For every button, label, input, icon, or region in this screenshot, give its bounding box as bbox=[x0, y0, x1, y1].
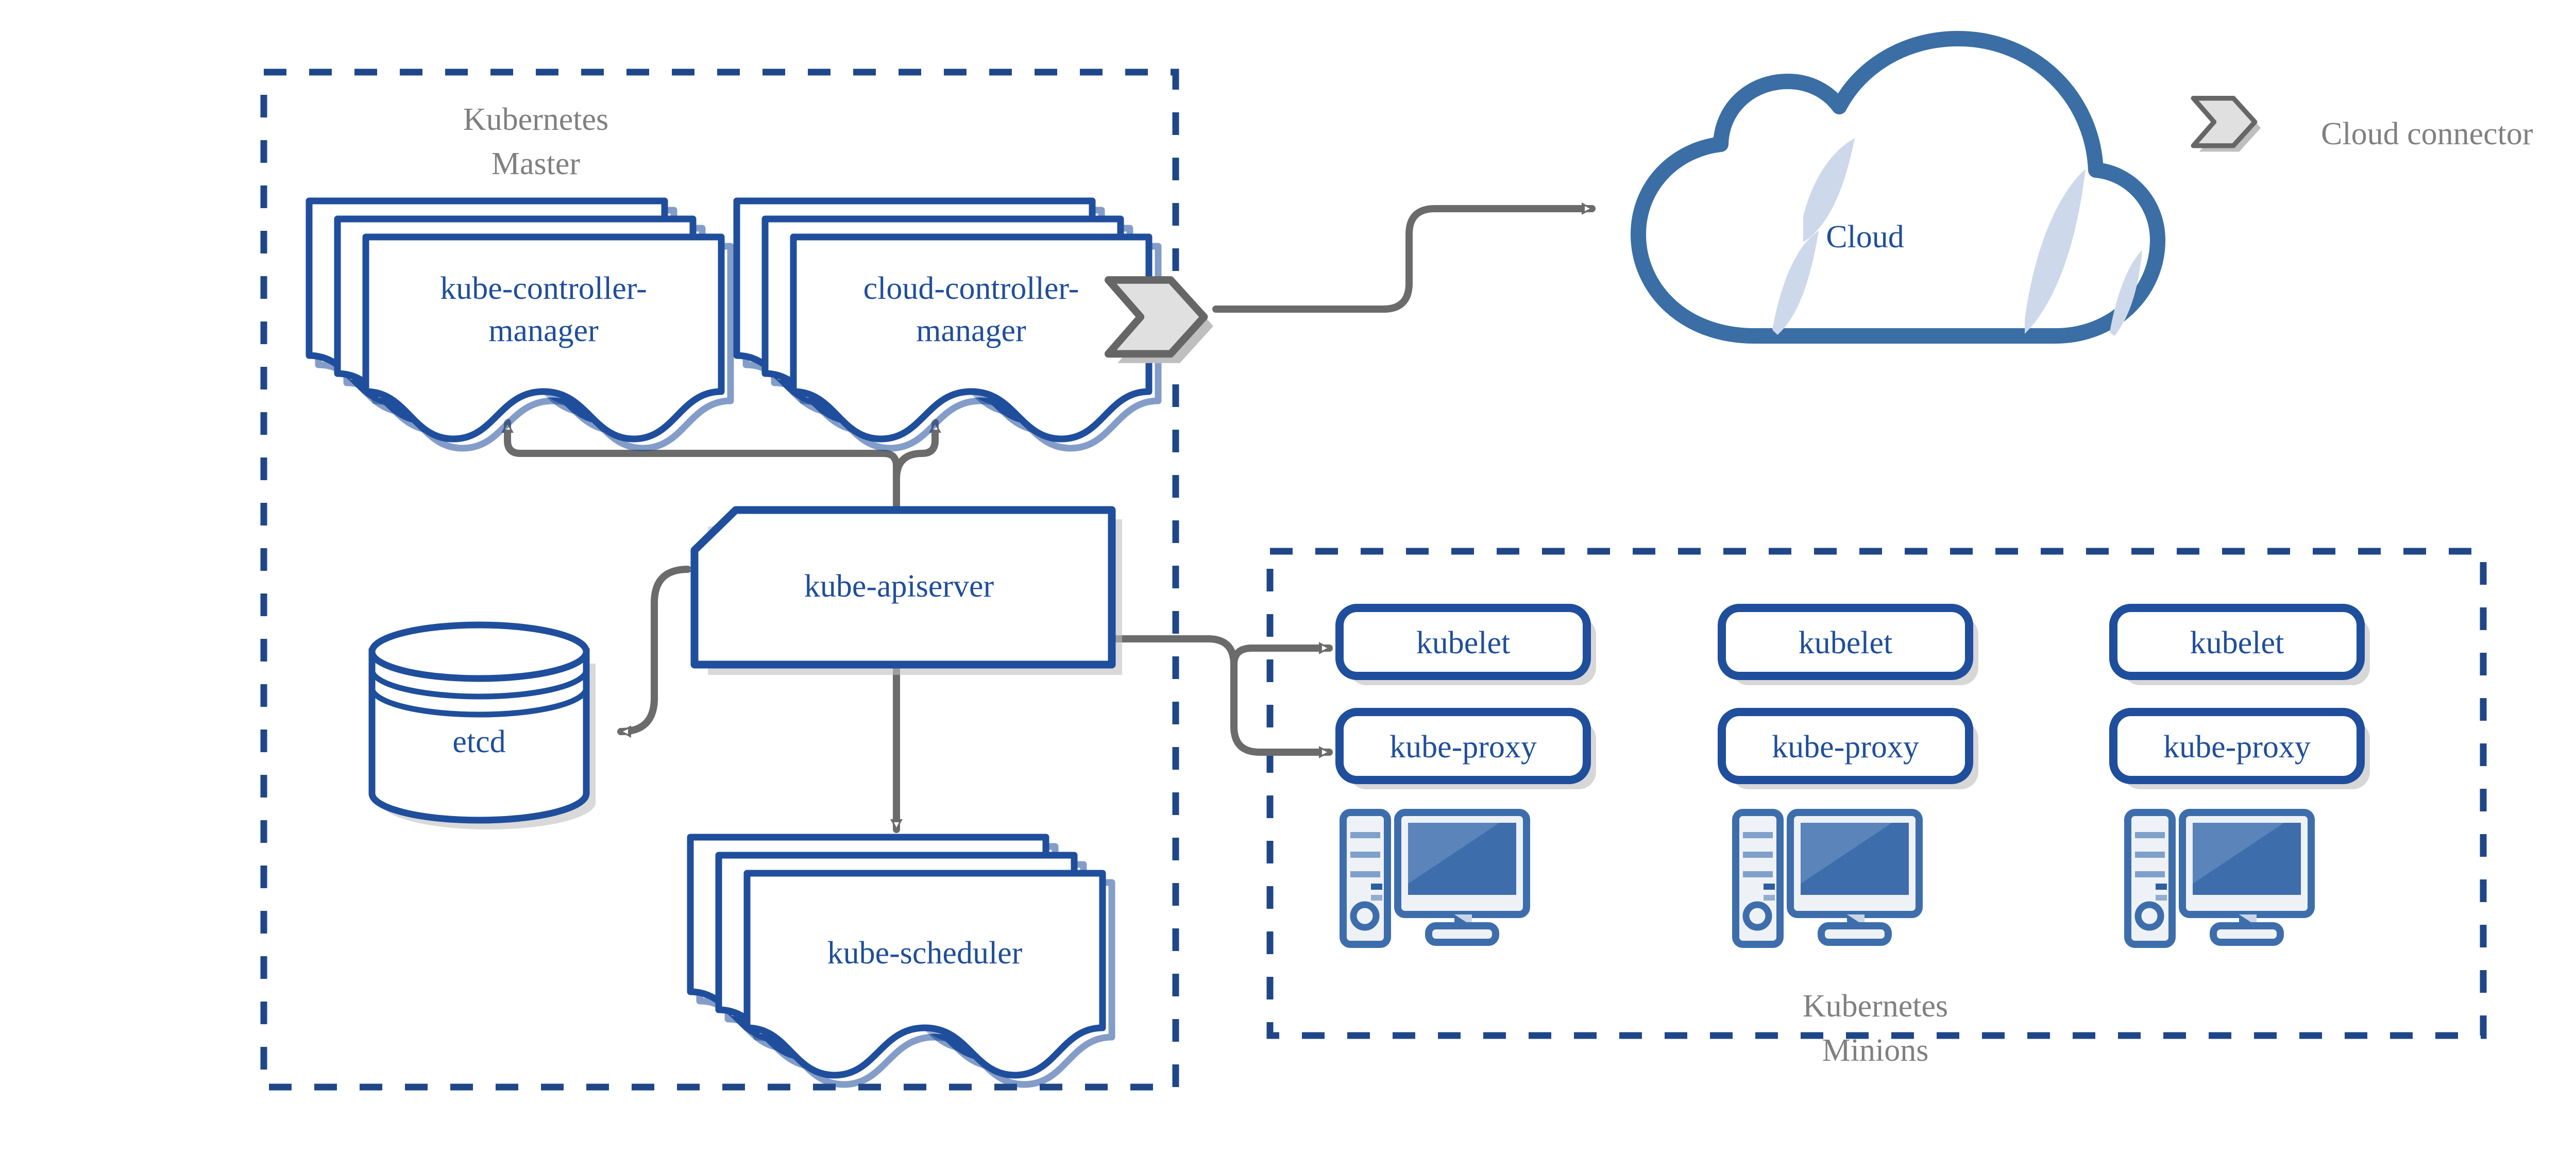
node-kube-scheduler[interactable]: kube-scheduler bbox=[690, 837, 1112, 1084]
connector-apiserver-etcd bbox=[617, 563, 699, 738]
cloud-controller-manager-label-line2: manager bbox=[916, 313, 1026, 348]
desktop-computer-icon-2 bbox=[1736, 812, 1919, 944]
connector-apiserver-to-kube-controller-manager bbox=[501, 419, 900, 514]
minions-group-label-line1: Kubernetes bbox=[1803, 989, 1948, 1024]
kube-apiserver-label: kube-apiserver bbox=[804, 569, 994, 604]
desktop-computer-icon-1 bbox=[1343, 812, 1527, 944]
kubernetes-minions-group: Kubernetes Minions bbox=[1266, 548, 2487, 1068]
kube-scheduler-label: kube-scheduler bbox=[827, 936, 1023, 971]
kubernetes-master-group: Kubernetes Master bbox=[260, 69, 1179, 1091]
minion-node-2: kubelet kube-proxy bbox=[1718, 604, 1978, 944]
minion-node-3: kubelet kube-proxy bbox=[2109, 604, 2370, 944]
connector-cloud-controller-manager-to-cloud bbox=[1212, 202, 1596, 313]
master-dashed-border bbox=[260, 69, 1179, 1091]
node-kube-apiserver[interactable]: kube-apiserver bbox=[690, 506, 1122, 675]
kubelet-box-2[interactable]: kubelet bbox=[1718, 604, 1978, 685]
kubelet-label-3: kubelet bbox=[2190, 625, 2284, 660]
minion-node-1: kubelet kube-proxy bbox=[1335, 604, 1596, 944]
cloud-shape bbox=[1631, 31, 2165, 344]
etcd-label: etcd bbox=[452, 724, 505, 759]
kube-proxy-label-1: kube-proxy bbox=[1389, 730, 1537, 765]
kube-proxy-box-1[interactable]: kube-proxy bbox=[1335, 708, 1596, 789]
etcd-ring-1 bbox=[369, 669, 589, 700]
connector-apiserver-to-kube-proxy bbox=[1103, 633, 1333, 758]
master-group-label-line2: Master bbox=[492, 146, 581, 181]
kubelet-label-1: kubelet bbox=[1416, 625, 1511, 660]
minions-group-label-line2: Minions bbox=[1822, 1033, 1929, 1068]
kube-proxy-box-3[interactable]: kube-proxy bbox=[2109, 708, 2370, 789]
node-kube-controller-manager[interactable]: kube-controller- manager bbox=[309, 201, 731, 448]
node-cloud-controller-manager[interactable]: cloud-controller- manager bbox=[737, 201, 1158, 448]
node-cloud[interactable]: Cloud bbox=[1631, 31, 2165, 344]
cloud-label: Cloud bbox=[1826, 219, 1904, 255]
master-group-label-line1: Kubernetes bbox=[463, 102, 608, 137]
node-etcd[interactable]: etcd bbox=[368, 621, 596, 829]
kubelet-box-1[interactable]: kubelet bbox=[1335, 604, 1596, 685]
kubelet-box-3[interactable]: kubelet bbox=[2109, 604, 2370, 685]
kubelet-label-2: kubelet bbox=[1799, 625, 1893, 660]
apiserver-shape bbox=[690, 506, 1116, 669]
connector-layer bbox=[501, 202, 1596, 833]
connector-apiserver-to-cloud-controller-manager bbox=[893, 419, 941, 483]
cloud-controller-manager-label-line1: cloud-controller- bbox=[863, 271, 1079, 306]
desktop-computer-icon-3 bbox=[2128, 812, 2311, 944]
kube-controller-manager-label-line1: kube-controller- bbox=[440, 271, 647, 306]
legend-chevron-connector-icon bbox=[2193, 98, 2261, 152]
cloud-accents bbox=[1772, 138, 2142, 336]
kube-proxy-box-2[interactable]: kube-proxy bbox=[1718, 708, 1978, 789]
minions-dashed-border bbox=[1266, 548, 2487, 1039]
etcd-ring-2 bbox=[369, 687, 589, 718]
legend-cloud-connector-label: Cloud connector bbox=[2321, 116, 2533, 151]
kube-controller-manager-label-line2: manager bbox=[488, 313, 599, 348]
kube-proxy-label-2: kube-proxy bbox=[1772, 730, 1919, 765]
etcd-top-ellipse bbox=[368, 621, 590, 682]
kube-proxy-label-3: kube-proxy bbox=[2163, 730, 2311, 765]
connector-apiserver-to-kubelet bbox=[1230, 642, 1333, 668]
legend-cloud-connector: Cloud connector bbox=[2193, 98, 2533, 152]
